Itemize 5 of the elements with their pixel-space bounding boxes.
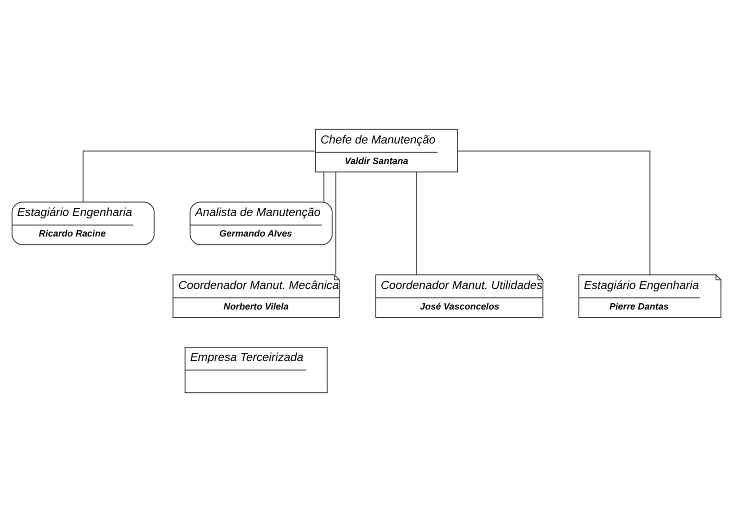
connector: [323, 172, 324, 202]
connector: [457, 150, 650, 276]
connector: [416, 172, 418, 275]
connector: [82, 150, 316, 202]
connector: [335, 172, 336, 275]
